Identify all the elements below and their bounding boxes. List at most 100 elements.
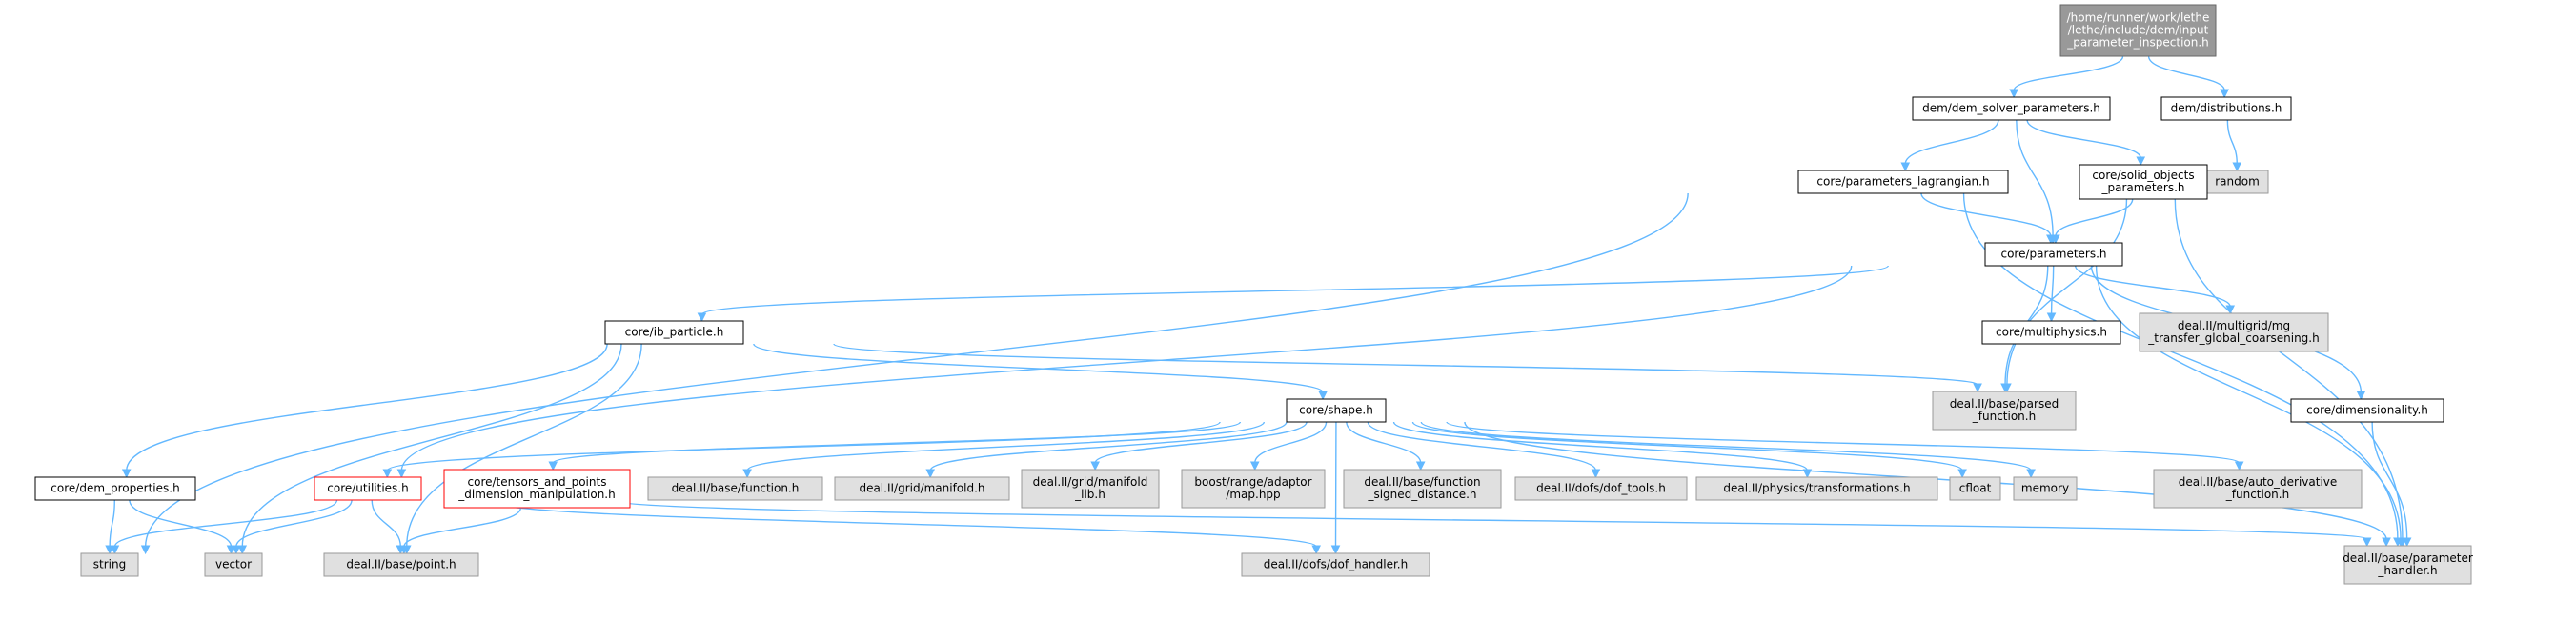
arrowhead-shape-to-boost_map [1249,461,1260,471]
node-shape[interactable]: core/shape.h [1286,398,1387,423]
node-box [1981,320,2121,345]
arrowhead-ib_particle-to-parsed_function [1973,383,1982,393]
edge-tensors-to-point [403,507,522,548]
node-label-line: core/dimensionality.h [2306,404,2428,417]
arrowhead-parameters-to-ib_particle [697,312,707,323]
node-label-line: _transfer_global_coarsening.h [2147,331,2319,345]
node-label-line: deal.II/base/auto_derivative [2179,475,2338,489]
node-grid-manifold: deal.II/grid/manifold.h [834,476,1010,501]
edge-solid_objects-to-parsed_function [2006,198,2128,386]
node-label-line: core/shape.h [1299,404,1373,417]
node-dem-solver[interactable]: dem/dem_solver_parameters.h [1912,96,2111,121]
arrowhead-root-to-dem_distributions [2220,89,2229,99]
arrowhead-parameters-to-parsed_function [2000,383,2010,393]
edge-parameters-to-ib_particle [700,265,1889,315]
node-mg-transfer: deal.II/multigrid/mg_transfer_global_coa… [2139,312,2329,352]
node-random: random [2205,170,2269,194]
node-box [204,552,263,577]
node-dimensionality[interactable]: core/dimensionality.h [2290,398,2444,423]
arrowhead-shape-to-transformations [1802,469,1813,479]
node-root[interactable]: /home/runner/work/lethe/lethe/include/de… [2059,4,2217,57]
edge-params_lagr-to-string [144,192,1689,548]
node-box [1984,242,2123,267]
node-label-line: random [2215,175,2260,189]
node-box [1932,391,2077,431]
arrowhead-shape-to-param_handler [2382,537,2391,548]
node-label-line: _handler.h [2377,564,2437,577]
node-box [2013,476,2078,501]
edge-shape-to-dof_tools [1367,421,1597,471]
node-label-line: core/parameters_lagrangian.h [1816,175,1989,189]
arrowhead-shape-to-dof_handler [1330,545,1341,555]
node-box [1241,552,1430,577]
edge-params_lagr-to-parameters [1920,192,2052,237]
node-box [2205,170,2269,194]
node-dem-properties[interactable]: core/dem_properties.h [34,476,196,501]
node-string: string [80,552,139,577]
edge-root-to-dem_distributions [2147,55,2225,91]
node-label-line: /lethe/include/dem/input [2068,24,2209,37]
node-label-line: /home/runner/work/lethe [2067,11,2210,25]
edge-utilities-to-dof_handler [483,499,1317,548]
node-label-line: deal.II/multigrid/mg [2178,319,2290,332]
node-box [1181,469,1326,509]
node-label-line: core/dem_properties.h [51,482,179,495]
arrowhead-solid_objects-to-parameters [2051,234,2060,245]
node-box [2079,164,2208,200]
arrowhead-shape-to-grid_manifold [925,469,935,479]
arrowhead-shape-to-manifold_lib [1090,461,1100,471]
arrowhead-shape-to-utilities [382,469,393,479]
arrowhead-dem_solver-to-params_lagr [1900,162,1911,172]
arrowhead-utilities-to-vector [232,545,241,555]
node-transformations: deal.II/physics/transformations.h [1695,476,1938,501]
node-parameters[interactable]: core/parameters.h [1984,242,2123,267]
arrowhead-parameters-to-mg_transfer [2225,305,2236,315]
node-label-line: _parameters.h [2100,181,2184,194]
edge-shape-to-signed_distance [1346,421,1422,464]
node-label-line: core/parameters.h [2000,248,2106,261]
node-box [34,476,196,501]
node-tensors[interactable]: core/tensors_and_points_dimension_manipu… [443,469,631,509]
node-box [1286,398,1387,423]
node-label-line: string [93,558,126,571]
node-label-line: _dimension_manipulation.h [457,488,615,501]
node-box [834,476,1010,501]
edge-dem_properties-to-string [109,499,115,548]
node-dem-distributions[interactable]: dem/distributions.h [2160,96,2292,121]
arrowhead-utilities-to-string [110,545,120,555]
node-label-line: deal.II/base/parsed [1950,397,2059,411]
arrowhead-ib_particle-to-vector [237,545,248,555]
node-multiphysics[interactable]: core/multiphysics.h [1981,320,2121,345]
edge-dem_solver-to-parameters [2016,119,2054,237]
edge-dem_properties-to-vector [129,499,233,548]
edges-layer [105,55,2412,555]
node-label-line: deal.II/base/function.h [672,482,800,495]
node-label-line: core/multiphysics.h [1996,326,2107,339]
node-box [2160,96,2292,121]
arrowhead-parameters-to-multiphysics [2046,312,2057,323]
node-solid-objects[interactable]: core/solid_objects_parameters.h [2079,164,2208,200]
node-utilities[interactable]: core/utilities.h [314,476,422,501]
node-base-function: deal.II/base/function.h [647,476,823,501]
node-params-lagr[interactable]: core/parameters_lagrangian.h [1797,170,2009,194]
arrowhead-utilities-to-param_handler [2362,537,2372,548]
node-box [80,552,139,577]
node-memory: memory [2013,476,2078,501]
arrowhead-dem_solver-to-solid_objects [2136,156,2146,167]
node-ib-particle[interactable]: core/ib_particle.h [604,320,744,345]
node-box [2059,4,2217,57]
arrowhead-ib_particle-to-shape [1318,391,1328,401]
edge-utilities-to-point [371,499,401,548]
node-cfloat: cfloat [1949,476,2001,501]
edge-parameters-to-mg_transfer [2074,265,2231,308]
arrowhead-shape-to-memory [2026,469,2036,479]
edge-parameters-to-multiphysics [2050,265,2055,315]
edge-ib_particle-to-vector [241,343,622,548]
node-label-line: _function.h [1972,410,2036,423]
nodes-layer: /home/runner/work/lethe/lethe/include/de… [34,4,2473,585]
edge-parameters-to-utilities [400,265,1853,471]
arrowhead-dimensionality-to-param_handler [2402,537,2412,548]
arrowhead-parameters-to-utilities [396,469,407,479]
node-param-handler: deal.II/base/parameter_handler.h [2343,545,2473,585]
edge-utilities-to-param_handler [612,499,2368,540]
